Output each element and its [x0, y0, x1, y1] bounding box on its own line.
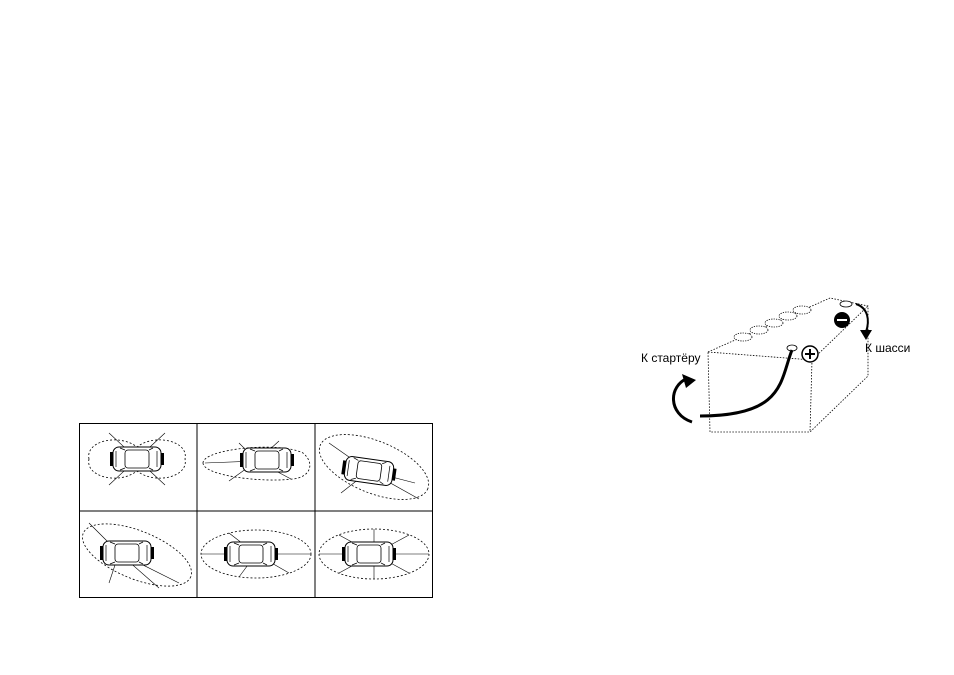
starter-cable: [700, 350, 792, 416]
zone-panel-1: [89, 433, 186, 485]
starter-label: К стартёру: [641, 351, 700, 365]
battery-diagram: [630, 290, 930, 440]
battery-front-edge: [810, 360, 812, 432]
negative-terminal: [834, 301, 872, 340]
zone-panel-3: [310, 423, 433, 513]
zone-panel-2: [203, 441, 310, 481]
zone-panel-4: [79, 511, 200, 598]
chassis-arrow: [856, 304, 868, 332]
sensor-zone-grid: [79, 423, 433, 598]
chassis-label: К шасси: [865, 341, 910, 355]
zone-panel-6: [319, 529, 429, 579]
zone-panel-5: [201, 530, 311, 578]
cell-caps: [734, 306, 811, 341]
